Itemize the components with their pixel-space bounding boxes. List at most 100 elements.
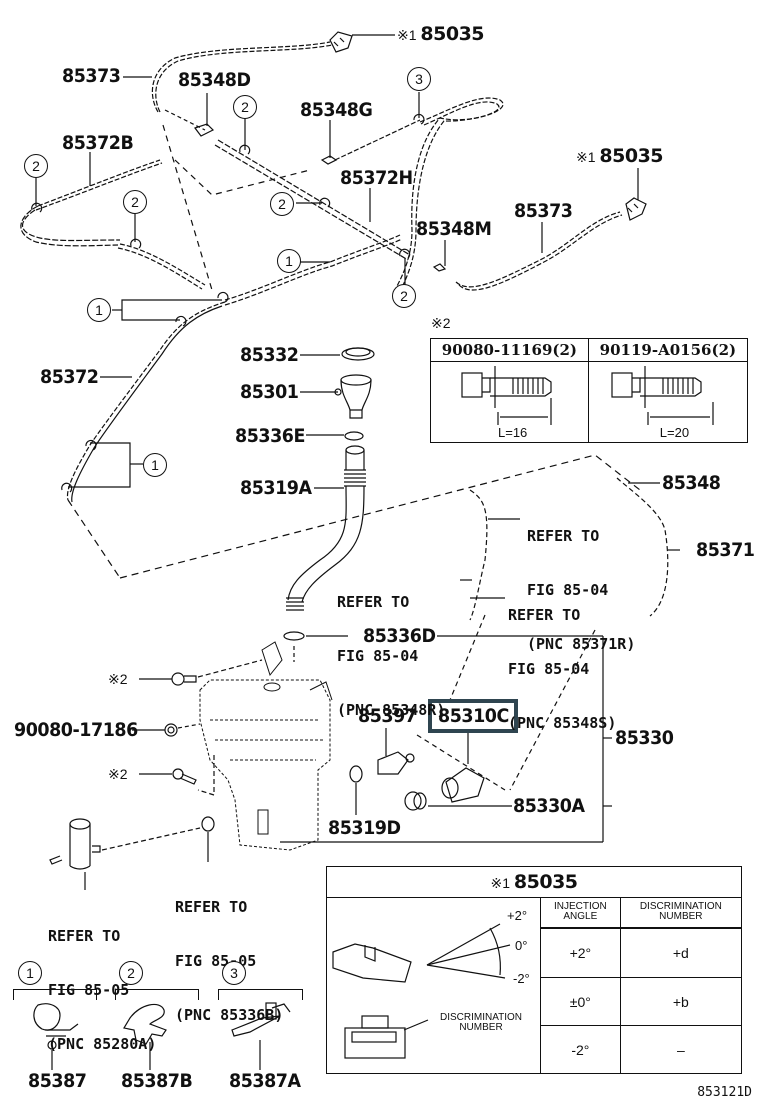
hose-85373-right (455, 211, 621, 288)
bolt-table-header-90119-A0156[interactable]: 90119-A0156(2) (587, 338, 749, 362)
clip-callout-2[interactable]: 2 (24, 154, 48, 178)
nozzle-85035-top-icon (329, 31, 353, 53)
part-label-85336D[interactable]: 85336D (363, 625, 436, 647)
refer-note-85348R[interactable]: REFER TO FIG 85-04 (PNC 85348R) (337, 593, 446, 719)
hose-85372H (217, 139, 411, 256)
table-row: -2° – (540, 1025, 741, 1073)
clip-legend-bracket-3 (218, 989, 303, 1000)
part-label-85301[interactable]: 85301 (240, 381, 299, 403)
discrimination-number-note: DISCRIMINATION NUMBER (439, 1012, 523, 1033)
clip-85387A-icon (231, 1002, 291, 1037)
clip-85387-icon (33, 1003, 79, 1050)
cell-angle: ±0° (540, 977, 621, 1026)
clip-legend-bracket-1 (13, 989, 97, 1000)
part-label-85372B[interactable]: 85372B (62, 132, 134, 154)
part-label-85348G[interactable]: 85348G (300, 99, 373, 121)
part-label-85373-top[interactable]: 85373 (62, 65, 121, 87)
bolt-length-20: L=20 (659, 425, 690, 440)
part-label-85387B[interactable]: 85387B (121, 1070, 193, 1092)
hose-85372B (21, 209, 121, 242)
angle-label-minus2: -2° (513, 971, 530, 986)
nozzle-85035-right-icon (625, 197, 647, 221)
callout-85035-right[interactable]: ※1 85035 (576, 145, 664, 167)
part-label-85332[interactable]: 85332 (240, 344, 299, 366)
washer-pump-icon (49, 818, 101, 870)
part-label-85348D[interactable]: 85348D (178, 69, 251, 91)
clip-callout-2[interactable]: 2 (392, 284, 416, 308)
part-label-85372[interactable]: 85372 (40, 366, 99, 388)
part-label-85387A[interactable]: 85387A (229, 1070, 301, 1092)
clip-callout-1[interactable]: 1 (143, 453, 167, 477)
part-label-85330[interactable]: 85330 (615, 727, 674, 749)
bolt-table-cell-16: L=16 (430, 361, 589, 443)
part-label-85387[interactable]: 85387 (28, 1070, 87, 1092)
clip-legend-callout-2: 2 (119, 961, 143, 985)
part-label-85397[interactable]: 85397 (358, 705, 417, 727)
clip-callout-1[interactable]: 1 (277, 249, 301, 273)
refer-note-85280A[interactable]: REFER TO FIG 85-05 (PNC 85280A) (48, 927, 157, 1053)
bolt-length-16: L=16 (498, 425, 528, 440)
nozzle-angle-diagram-icon (332, 923, 511, 983)
part-label-85310C[interactable]: 85310C (438, 705, 509, 727)
gasket-85336E-icon (344, 431, 364, 441)
angle-label-plus2: +2° (507, 908, 528, 923)
cell-angle: -2° (540, 1025, 621, 1073)
bolt-table-cell-20: L=20 (587, 361, 749, 443)
inlet-hose-85319A-icon (286, 445, 366, 611)
part-label-85336E[interactable]: 85336E (235, 425, 306, 447)
nozzle-spec-title: ※1 85035 (327, 867, 741, 898)
clip-callout-3[interactable]: 3 (407, 67, 431, 91)
clip-legend-callout-3: 3 (222, 961, 246, 985)
bolt-note-upper[interactable]: ※2 (108, 671, 128, 687)
grommet-85330A-icon (404, 791, 427, 811)
cell-number: +b (619, 977, 741, 1026)
bolt-icon-lower (172, 768, 197, 785)
hose-loop (394, 97, 504, 291)
washer-tank-85301-icon (199, 641, 333, 851)
bolt-note-lower[interactable]: ※2 (108, 766, 128, 782)
level-sensor-85397-icon (377, 751, 415, 775)
clip-callout-2[interactable]: 2 (123, 190, 147, 214)
part-label-85319A[interactable]: 85319A (240, 477, 312, 499)
filler-neck-85301-icon (334, 374, 372, 419)
nozzle-spec-box: ※1 85035 +2° 0° -2° DISCRIMINATION NUMBE… (326, 866, 742, 1074)
clip-85387B-icon (123, 1003, 167, 1045)
part-label-85330A[interactable]: 85330A (513, 795, 585, 817)
clip-callout-2[interactable]: 2 (233, 95, 257, 119)
cell-number: +d (619, 927, 741, 978)
bolt-table-header-90080-11169[interactable]: 90080-11169(2) (430, 338, 589, 362)
clip-callout-1[interactable]: 1 (87, 298, 111, 322)
grommet-85336B-icon (201, 816, 215, 832)
part-label-85371[interactable]: 85371 (696, 539, 755, 561)
nut-90080-17186-icon (164, 723, 178, 737)
clip-legend-bracket-2 (115, 989, 199, 1000)
callout-85035-top[interactable]: ※1 85035 (397, 23, 485, 45)
refer-note-85371R[interactable]: REFER TO FIG 85-04 (PNC 85371R) (527, 527, 636, 653)
bolt-table-mark: ※2 (431, 315, 451, 331)
nozzle-discrimination-diagram-icon (344, 1015, 429, 1059)
clip-callout-2[interactable]: 2 (270, 192, 294, 216)
part-label-85348M[interactable]: 85348M (416, 218, 492, 240)
refer-note-85336B[interactable]: REFER TO FIG 85-05 (PNC 85336B) (175, 898, 284, 1024)
motor-85310C-icon (441, 767, 485, 803)
bolt-icon-upper (171, 672, 197, 686)
table-row: +2° +d (540, 927, 741, 978)
part-label-85373-right[interactable]: 85373 (514, 200, 573, 222)
connector-85348D-icon (194, 123, 215, 137)
gasket-85336D-icon (283, 631, 305, 641)
part-label-90080-17186[interactable]: 90080-17186 (14, 719, 138, 741)
cell-angle: +2° (540, 927, 621, 978)
table-row: ±0° +b (540, 977, 741, 1026)
refer-note-85348S[interactable]: REFER TO FIG 85-04 (PNC 85348S) (508, 606, 617, 732)
hose-85372 (224, 234, 401, 301)
angle-label-0: 0° (515, 938, 528, 953)
bolt-table: 90080-11169(2) 90119-A0156(2) L=16 L=20 (430, 338, 749, 443)
part-label-85348[interactable]: 85348 (662, 472, 721, 494)
part-label-85372H[interactable]: 85372H (340, 167, 413, 189)
cell-number: – (619, 1025, 741, 1073)
hose-85373-top (151, 41, 331, 113)
part-label-85319D[interactable]: 85319D (328, 817, 401, 839)
